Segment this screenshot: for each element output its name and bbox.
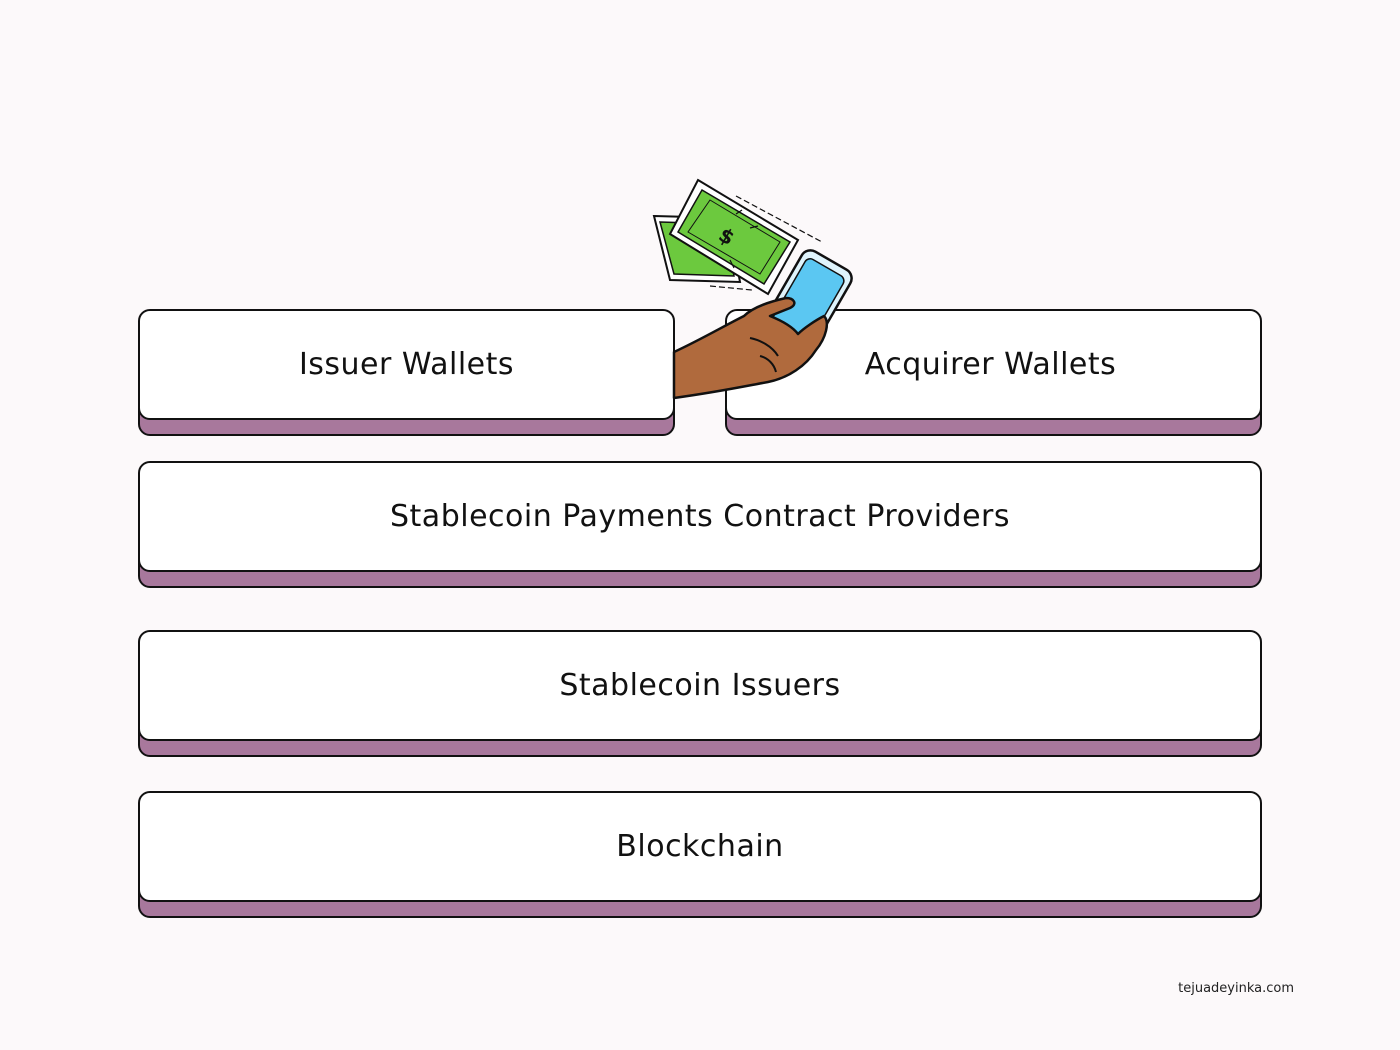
contract-providers-box: Stablecoin Payments Contract Providers <box>138 461 1262 572</box>
stablecoin-issuers-layer: Stablecoin Issuers <box>138 630 1262 757</box>
contract-providers-label: Stablecoin Payments Contract Providers <box>390 499 1010 534</box>
blockchain-label: Blockchain <box>616 829 783 864</box>
contract-providers-layer: Stablecoin Payments Contract Providers <box>138 461 1262 588</box>
hand-holding-phone-with-cash-icon: $ <box>640 170 870 410</box>
issuer-wallets-layer: Issuer Wallets <box>138 309 675 436</box>
blockchain-box: Blockchain <box>138 791 1262 902</box>
acquirer-wallets-label: Acquirer Wallets <box>865 347 1117 382</box>
issuer-wallets-label: Issuer Wallets <box>299 347 514 382</box>
credit-text: tejuadeyinka.com <box>1178 981 1294 996</box>
stablecoin-issuers-label: Stablecoin Issuers <box>559 668 840 703</box>
stablecoin-issuers-box: Stablecoin Issuers <box>138 630 1262 741</box>
blockchain-layer: Blockchain <box>138 791 1262 918</box>
issuer-wallets-box: Issuer Wallets <box>138 309 675 420</box>
